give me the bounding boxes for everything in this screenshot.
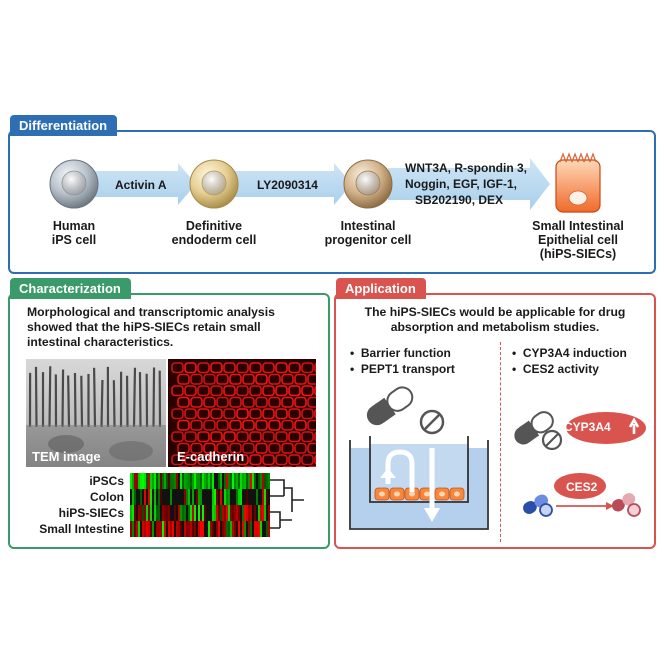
application-divider <box>500 342 501 542</box>
heatmap-label-colon: Colon <box>90 490 124 504</box>
characterization-panel <box>8 293 330 549</box>
ecadherin-label: E-cadherin <box>177 449 245 464</box>
stage-label-endoderm: Definitive endoderm cell <box>171 219 257 247</box>
heatmap <box>130 473 270 537</box>
ces2-illustration <box>523 473 641 517</box>
transwell-illustration <box>349 386 489 530</box>
heatmap-label-ipscs: iPSCs <box>89 474 124 488</box>
epithelial-cell-icon <box>555 152 601 213</box>
progenitor-cell-icon <box>343 159 393 209</box>
ces2-label: CES2 <box>566 480 598 494</box>
endoderm-cell-icon <box>189 159 239 209</box>
cyp3a4-illustration <box>514 411 646 451</box>
bullet-barrier-function: • Barrier function <box>350 346 451 360</box>
heatmap-row-labels: iPSCs Colon hiPS-SIECs Small Intestine <box>14 473 124 537</box>
arrow-step2 <box>232 163 352 205</box>
ecadherin-image <box>168 359 316 467</box>
dendrogram <box>270 479 304 529</box>
arrow-step1 <box>88 163 196 205</box>
stage-label-epithelial: Small Intestinal Epithelial cell (hiPS-S… <box>532 219 624 261</box>
differentiation-panel <box>8 130 656 274</box>
tem-image <box>26 359 166 467</box>
heatmap-label-small-intestine: Small Intestine <box>39 522 124 536</box>
ips-cell-icon <box>49 159 99 209</box>
stage-label-ips: Human iPS cell <box>51 219 97 247</box>
application-tab: Application <box>336 278 426 299</box>
factor-activin-a: Activin A <box>115 178 167 192</box>
characterization-description: Morphological and transcriptomic analysi… <box>27 305 275 349</box>
heatmap-label-hips: hiPS-SIECs <box>58 506 124 520</box>
application-description: The hiPS-SIECs would be applicable for d… <box>364 305 626 334</box>
characterization-tab: Characterization <box>10 278 131 299</box>
cyp3a4-label: CYP3A4 <box>564 420 611 434</box>
stage-label-progenitor: Intestinal progenitor cell <box>324 219 412 247</box>
bullet-pept1-transport: • PEPT1 transport <box>350 362 455 376</box>
tem-label: TEM image <box>32 449 101 464</box>
bullet-ces2-activity: • CES2 activity <box>512 362 599 376</box>
drug-tablet-icon <box>419 409 445 435</box>
differentiation-tab: Differentiation <box>10 115 118 136</box>
factor-step3-line2: Noggin, EGF, IGF-1, <box>405 177 517 191</box>
application-panel <box>334 293 656 549</box>
bullet-cyp3a4-induction: • CYP3A4 induction <box>512 346 627 360</box>
factor-ly2090314: LY2090314 <box>257 178 318 192</box>
arrow-step3 <box>388 158 550 210</box>
drug-capsule-icon <box>366 386 414 426</box>
factor-step3-line3: SB202190, DEX <box>415 193 504 207</box>
factor-step3-line1: WNT3A, R-spondin 3, <box>405 161 527 175</box>
